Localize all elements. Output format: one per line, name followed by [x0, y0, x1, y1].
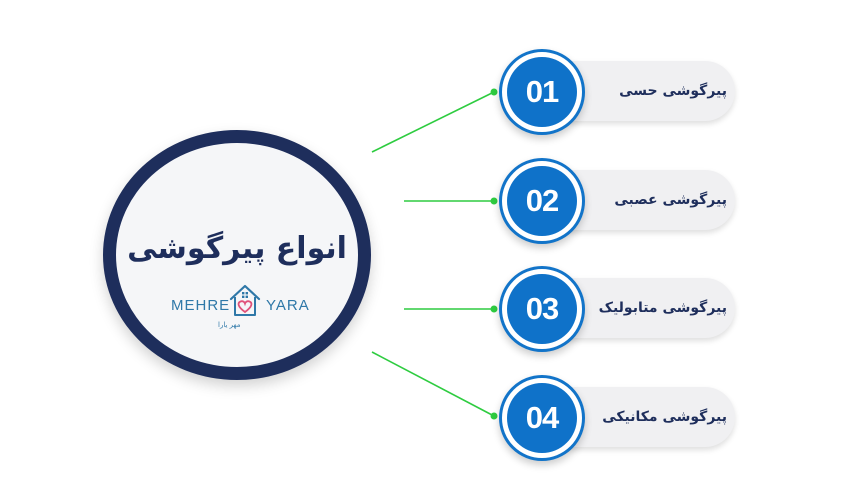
- connector-line-1: [371, 91, 495, 153]
- list-item-2: پیرگوشی عصبی 02: [497, 156, 737, 246]
- connector-dot-1: [490, 88, 498, 96]
- connector-dot-3: [490, 305, 498, 313]
- number-badge: 04: [499, 375, 585, 461]
- logo-right-text: YARA: [266, 297, 310, 314]
- number-badge: 02: [499, 158, 585, 244]
- hub-circle: انواع پیرگوشی MEHRE YARA مهر یارا: [103, 130, 371, 380]
- item-label: پیرگوشی حسی: [619, 83, 727, 99]
- logo-sub-text: مهر یارا: [218, 321, 241, 329]
- list-item-1: پیرگوشی حسی 01: [497, 47, 737, 137]
- item-label: پیرگوشی مکانیکی: [602, 409, 727, 425]
- logo-left-text: MEHRE: [171, 297, 231, 314]
- number-badge: 01: [499, 49, 585, 135]
- connector-line-4: [371, 351, 495, 417]
- item-label: پیرگوشی متابولیک: [598, 300, 727, 316]
- hub-title: انواع پیرگوشی: [127, 231, 347, 266]
- badge-number: 03: [507, 274, 577, 344]
- list-item-3: پیرگوشی متابولیک 03: [497, 264, 737, 354]
- item-label: پیرگوشی عصبی: [614, 192, 727, 208]
- connector-dot-4: [490, 412, 498, 420]
- list-item-4: پیرگوشی مکانیکی 04: [497, 373, 737, 463]
- connector-dot-2: [490, 197, 498, 205]
- mehre-yara-logo: MEHRE YARA مهر یارا: [156, 283, 316, 333]
- house-heart-icon: [229, 284, 261, 316]
- number-badge: 03: [499, 266, 585, 352]
- badge-number: 02: [507, 166, 577, 236]
- badge-number: 04: [507, 383, 577, 453]
- badge-number: 01: [507, 57, 577, 127]
